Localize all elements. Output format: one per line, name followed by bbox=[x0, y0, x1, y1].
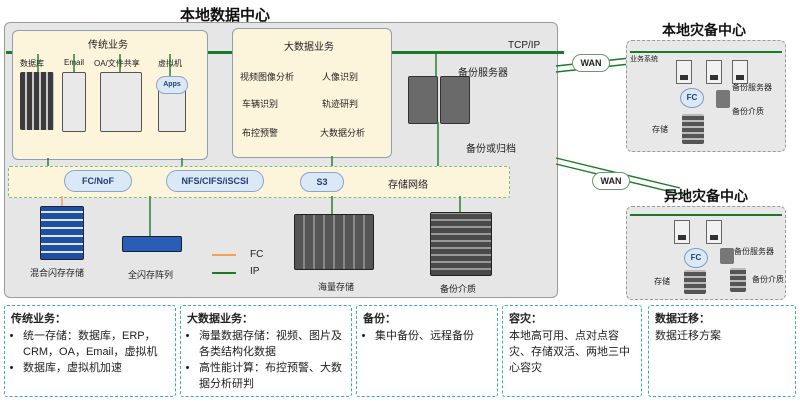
info-traditional-item: 数据库，虚拟机加速 bbox=[23, 360, 175, 376]
legend-ip-swatch bbox=[212, 272, 236, 274]
mass-storage-label: 海量存储 bbox=[318, 282, 355, 292]
bigdata-panel bbox=[232, 28, 392, 158]
legend-ip-label: IP bbox=[250, 266, 260, 277]
allflash-label: 全闪存阵列 bbox=[128, 270, 174, 280]
bigdata-item-video: 视频图像分析 bbox=[240, 72, 295, 82]
backup-server-icon-2 bbox=[440, 76, 470, 124]
local-dr-backup-media-label: 备份介质 bbox=[732, 107, 764, 116]
remote-dr-fc-switch: FC bbox=[684, 248, 708, 268]
info-traditional-title: 传统业务： bbox=[11, 313, 66, 325]
hybrid-storage-icon bbox=[40, 206, 84, 260]
legend-fc-swatch bbox=[212, 254, 236, 256]
mass-storage-icon bbox=[294, 214, 374, 270]
trad-item-db: 数据库 bbox=[20, 59, 44, 68]
backup-media-icon bbox=[430, 212, 492, 276]
info-box-migration: 数据迁移： 数据迁移方案 bbox=[648, 305, 796, 397]
vm-server-icon bbox=[158, 88, 186, 132]
protocol-s3: S3 bbox=[300, 172, 344, 192]
info-box-backup: 备份： 集中备份、远程备份 bbox=[356, 305, 498, 397]
local-dr-bus bbox=[630, 51, 782, 53]
storage-network-label: 存储网络 bbox=[388, 180, 428, 191]
local-dr-server-1 bbox=[676, 60, 692, 84]
bigdata-item-vehicle: 车辆识别 bbox=[242, 99, 279, 109]
local-dr-server-2 bbox=[706, 60, 722, 84]
remote-dr-storage-icon bbox=[684, 270, 706, 294]
bigdata-item-analysis: 大数据分析 bbox=[320, 128, 366, 138]
local-dr-biz-label: 业务系统 bbox=[630, 56, 658, 63]
wan-cloud-bottom: WAN bbox=[592, 172, 630, 190]
bigdata-title: 大数据业务 bbox=[284, 42, 334, 53]
protocol-nfs: NFS/CIFS/iSCSI bbox=[166, 170, 264, 192]
info-migration-text: 数据迁移方案 bbox=[655, 330, 721, 342]
legend-fc-label: FC bbox=[250, 249, 264, 260]
info-box-dr: 容灾： 本地高可用、点对点容灾、存储双活、两地三中心容灾 bbox=[502, 305, 642, 397]
info-dr-title: 容灾： bbox=[509, 313, 542, 325]
remote-dr-storage-label: 存储 bbox=[654, 277, 670, 286]
apps-cloud-icon: Apps bbox=[156, 76, 188, 94]
hybrid-storage-label: 混合闪存存储 bbox=[30, 268, 85, 278]
remote-dr-server-1 bbox=[674, 220, 690, 244]
bigdata-item-alert: 布控预警 bbox=[242, 128, 279, 138]
info-bigdata-item: 高性能计算：布控预警、大数据分析研判 bbox=[199, 360, 351, 392]
remote-dr-server-2 bbox=[706, 220, 722, 244]
db-server-icon bbox=[20, 72, 54, 130]
remote-dr-backup-media-icon bbox=[730, 268, 746, 292]
bigdata-item-face: 人像识别 bbox=[322, 72, 359, 82]
backup-server-label: 备份服务器 bbox=[458, 68, 508, 79]
info-bigdata-item: 海量数据存储：视频、图片及各类结构化数据 bbox=[199, 328, 351, 360]
trad-item-oa: OA/文件共享 bbox=[94, 59, 140, 68]
info-backup-title: 备份： bbox=[363, 313, 396, 325]
bigdata-item-track: 轨迹研判 bbox=[322, 99, 359, 109]
local-dr-storage-label: 存储 bbox=[652, 125, 668, 134]
info-bigdata-title: 大数据业务： bbox=[187, 313, 253, 325]
local-dr-backup-server-icon bbox=[716, 90, 730, 108]
remote-dr-bus bbox=[630, 214, 782, 216]
traditional-title: 传统业务 bbox=[88, 40, 128, 51]
allflash-array-icon bbox=[122, 236, 182, 252]
info-traditional-item: 统一存储：数据库，ERP，CRM，OA，Email，虚拟机 bbox=[23, 328, 175, 360]
local-dc-title: 本地数据中心 bbox=[180, 7, 271, 24]
tcpip-label: TCP/IP bbox=[508, 40, 541, 51]
local-dr-storage-icon bbox=[682, 114, 704, 144]
remote-dr-backup-media-label: 备份介质 bbox=[752, 275, 784, 284]
local-dr-panel bbox=[626, 40, 786, 152]
local-dr-title: 本地灾备中心 bbox=[662, 22, 746, 38]
local-dr-server-3 bbox=[732, 60, 748, 84]
backup-server-icon-1 bbox=[408, 76, 438, 124]
backup-media-label: 备份介质 bbox=[440, 284, 477, 294]
info-box-bigdata: 大数据业务： 海量数据存储：视频、图片及各类结构化数据 高性能计算：布控预警、大… bbox=[180, 305, 352, 397]
protocol-fc-nof: FC/NoF bbox=[64, 170, 132, 192]
local-dr-fc-switch: FC bbox=[680, 88, 704, 108]
info-migration-title: 数据迁移： bbox=[655, 313, 710, 325]
local-dr-backup-server-label: 备份服务器 bbox=[732, 83, 772, 92]
email-server-icon bbox=[62, 72, 86, 132]
remote-dr-backup-server-label: 备份服务器 bbox=[734, 247, 774, 256]
remote-dr-title: 异地灾备中心 bbox=[664, 188, 748, 204]
info-backup-item: 集中备份、远程备份 bbox=[375, 328, 497, 344]
oa-server-icon bbox=[100, 72, 142, 132]
wan-cloud-top: WAN bbox=[572, 54, 610, 72]
info-box-traditional: 传统业务： 统一存储：数据库，ERP，CRM，OA，Email，虚拟机 数据库，… bbox=[4, 305, 176, 397]
backup-archive-label: 备份或归档 bbox=[466, 144, 516, 155]
info-dr-text: 本地高可用、点对点容灾、存储双活、两地三中心容灾 bbox=[509, 330, 630, 374]
remote-dr-backup-server-icon bbox=[720, 248, 734, 264]
